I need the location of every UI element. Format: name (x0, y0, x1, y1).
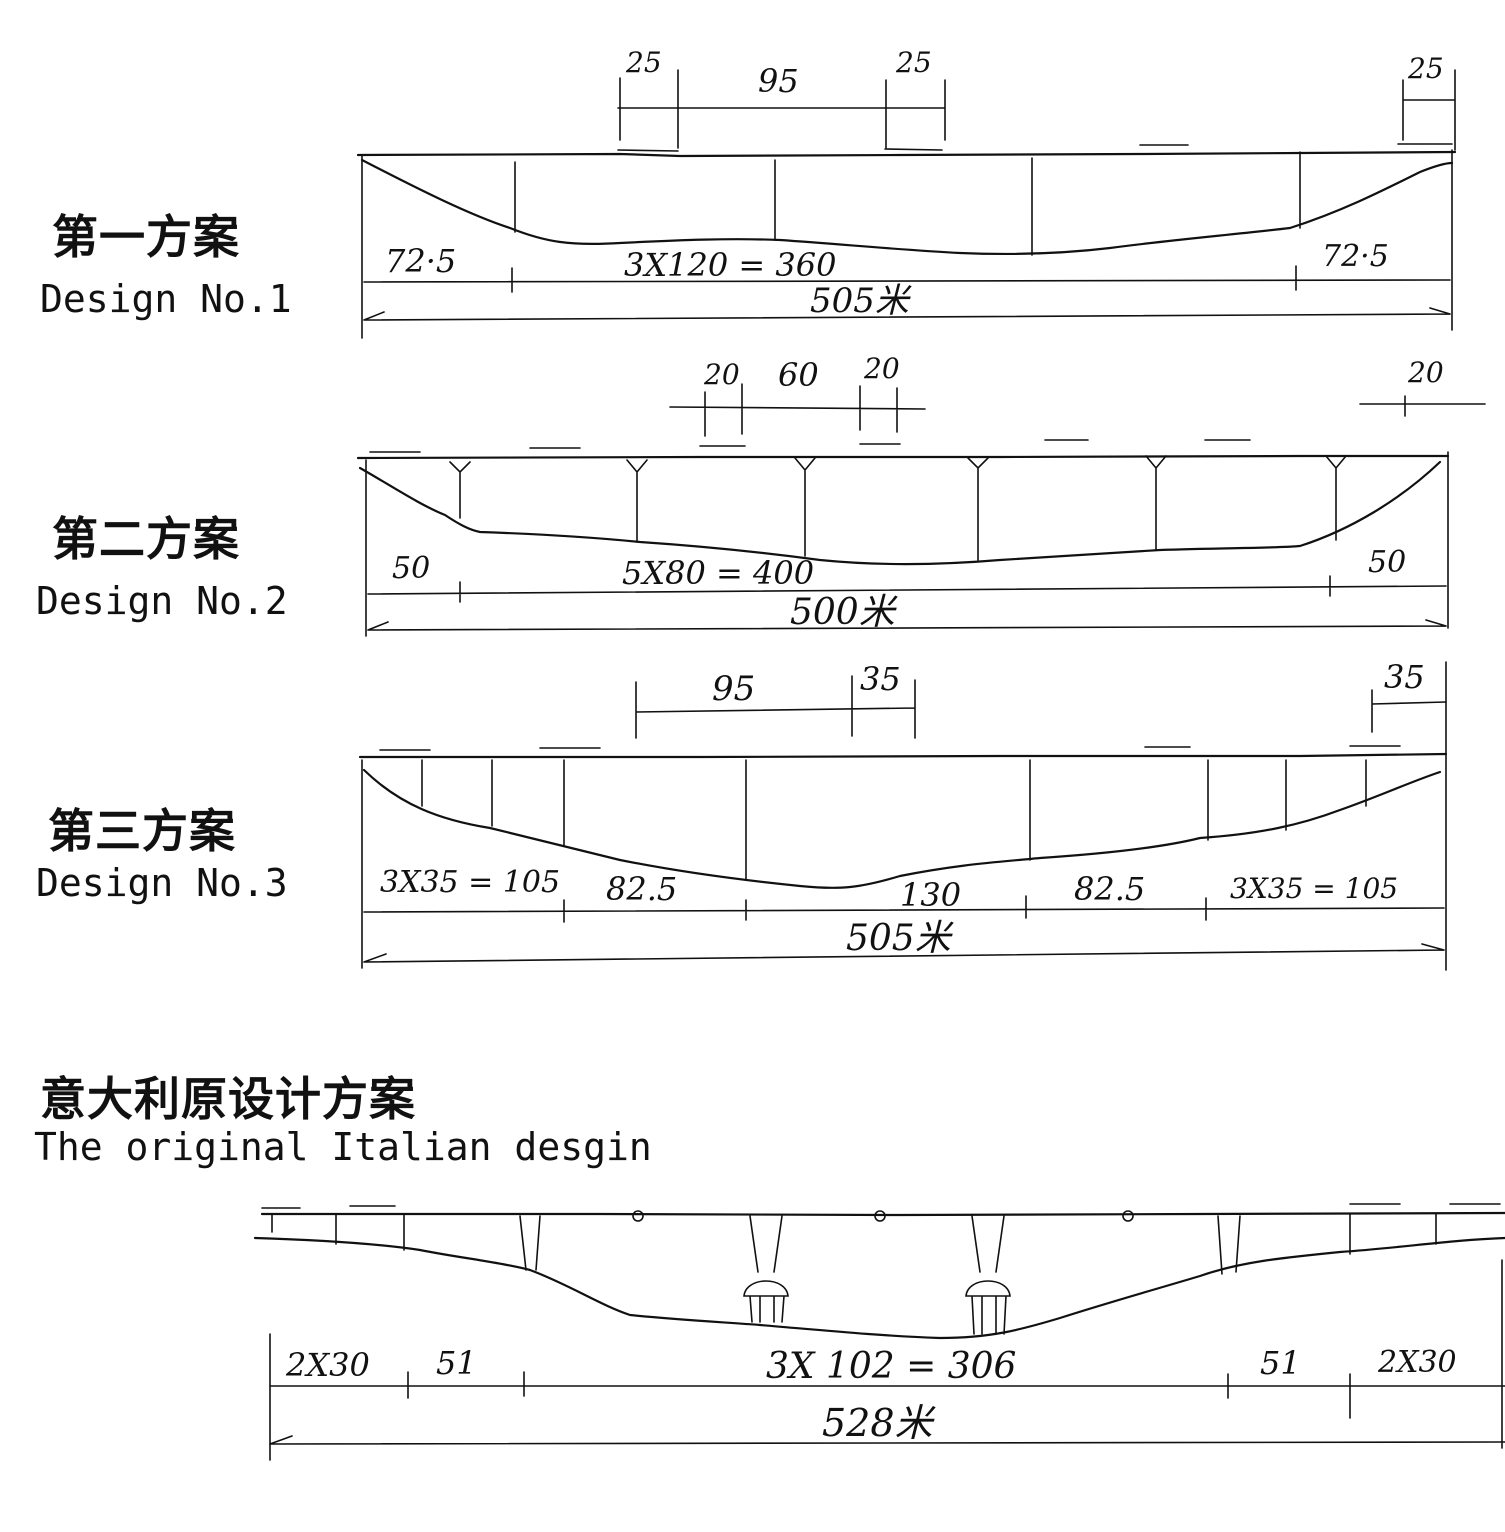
design-1-elevation: 25 95 25 25 72·5 3X120 = 360 72·5 505米 (356, 46, 1457, 339)
design-2-top-dim: 20 (1407, 356, 1444, 389)
design-1-span-dimension-line (363, 265, 1451, 293)
design-2-total-length: 500米 (790, 592, 899, 633)
design-2-label: 第二方案 Design No.2 (36, 512, 288, 624)
design-1-span-dim: 72·5 (1322, 239, 1389, 274)
design-2-top-dimension-line (669, 383, 1486, 437)
italian-design-title-zh: 意大利原设计方案 (40, 1072, 416, 1126)
design-2-span-dim: 50 (392, 551, 430, 586)
italian-ground-profile (253, 1236, 1505, 1340)
design-1-title-en: Design No.1 (40, 276, 292, 321)
design-1-top-dim: 25 (625, 46, 662, 79)
italian-design-title-en: The original Italian desgin (34, 1124, 652, 1169)
design-1-top-dimension-line (617, 69, 1456, 151)
design-3-top-dim: 95 (712, 669, 755, 709)
italian-design-elevation: 2X30 51 3X 102 = 306 51 2X30 528米 (253, 1203, 1505, 1461)
design-2-elevation: 20 60 20 20 50 5X80 = 400 50 500米 (356, 352, 1486, 637)
design-2-piers (449, 455, 1347, 561)
design-3-top-dim: 35 (860, 660, 901, 698)
design-2-title-en: Design No.2 (36, 578, 288, 623)
design-1-span-dim: 72·5 (385, 242, 456, 280)
italian-piers (271, 1213, 1437, 1335)
italian-span-dim: 51 (1260, 1344, 1301, 1382)
design-2-span-dim: 5X80 = 400 (622, 554, 814, 592)
italian-deck-line (260, 1211, 1505, 1217)
design-2-span-dimension-line (367, 575, 1447, 603)
design-2-top-dim: 60 (778, 356, 819, 394)
design-3-deck-line (358, 752, 1448, 759)
design-1-total-length: 505米 (810, 281, 912, 321)
italian-span-dim: 3X 102 = 306 (766, 1346, 1016, 1387)
italian-design-label: 意大利原设计方案 The original Italian desgin (34, 1072, 652, 1170)
design-2-top-dim: 20 (863, 352, 900, 385)
italian-deck-dashes (261, 1203, 1501, 1209)
design-3-total-length: 505米 (846, 918, 955, 959)
design-2-top-dim: 20 (703, 358, 740, 391)
design-1-title-zh: 第一方案 (52, 210, 240, 264)
design-2-total-dimension-line (367, 619, 1447, 631)
design-3-label: 第三方案 Design No.3 (36, 804, 288, 906)
design-2-deck-line (356, 454, 1450, 460)
design-1-ground-profile (360, 158, 1454, 256)
design-2-title-zh: 第二方案 (52, 512, 240, 566)
italian-total-length: 528米 (822, 1401, 937, 1445)
italian-total-dimension-line (269, 1435, 1505, 1445)
italian-deck-circles (632, 1210, 1134, 1222)
design-3-deck-dashes (379, 745, 1401, 751)
italian-span-dim: 51 (436, 1344, 477, 1382)
design-3-span-dim: 3X35 = 105 (1230, 872, 1398, 905)
design-1-deck-line (356, 150, 1457, 158)
design-3-span-dim: 82.5 (606, 870, 677, 908)
italian-span-dimension-line (269, 1371, 1505, 1419)
design-1-label: 第一方案 Design No.1 (40, 210, 292, 322)
design-3-total-dimension-line (363, 943, 1445, 963)
design-1-deck-dashes (617, 143, 1453, 152)
design-3-top-dimension-line (635, 675, 1447, 739)
design-1-top-dim: 25 (895, 46, 932, 79)
design-3-span-dim: 3X35 = 105 (380, 865, 560, 900)
design-3-ground-profile (362, 768, 1442, 889)
design-3-title-en: Design No.3 (36, 860, 288, 905)
design-1-top-dim: 25 (1407, 52, 1444, 85)
italian-span-dim: 2X30 (1377, 1345, 1457, 1380)
design-1-total-dimension-line (363, 307, 1451, 321)
design-3-title-zh: 第三方案 (48, 804, 236, 858)
design-1-span-dim: 3X120 = 360 (624, 246, 836, 284)
design-3-span-dim: 82.5 (1074, 870, 1145, 908)
italian-span-dim: 2X30 (285, 1346, 370, 1384)
design-3-top-dim: 35 (1384, 658, 1425, 696)
design-3-span-dim: 130 (900, 876, 961, 914)
design-3-span-dimension-line (363, 895, 1445, 923)
design-3-piers (421, 759, 1367, 881)
design-3-elevation: 95 35 35 3X35 = 105 82.5 130 82.5 3X35 =… (358, 658, 1448, 971)
design-1-top-dim: 95 (758, 62, 799, 100)
design-2-deck-dashes (369, 439, 1251, 453)
design-2-ground-profile (358, 460, 1442, 566)
design-2-span-dim: 50 (1368, 545, 1406, 580)
